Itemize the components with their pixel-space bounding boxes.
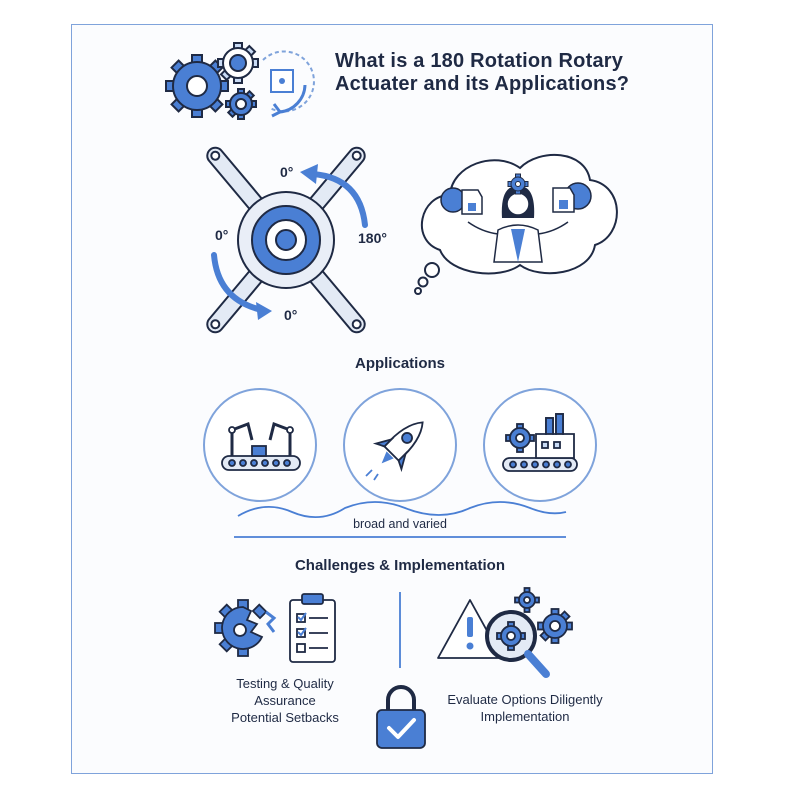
challenge-text-line-2: Assurance [254, 693, 316, 708]
application-circle-1 [203, 388, 317, 502]
checklist-icon [289, 593, 336, 663]
application-circle-3 [483, 388, 597, 502]
applications-heading: Applications [354, 355, 445, 372]
rotary-actuator-diagram [206, 146, 368, 334]
challenges-heading: Challenges & Implementation [294, 557, 506, 574]
angle-label-right: 180° [358, 230, 387, 246]
factory-conveyor-icon [502, 413, 578, 472]
implementation-text-line-2: Implementation [480, 709, 570, 724]
header-gears-icon [165, 42, 259, 120]
page-title: What is a 180 Rotation Rotary Actuater a… [335, 50, 630, 95]
rotation-square-icon [262, 50, 315, 118]
applications-caption: broad and varied [353, 517, 447, 531]
broken-gear-icon [214, 599, 277, 657]
challenge-text-line-3: Potential Setbacks [231, 710, 339, 725]
angle-label-left: 0° [215, 227, 229, 243]
robotic-arms-conveyor-icon [221, 422, 301, 471]
wave-line [237, 501, 567, 518]
application-circle-2 [343, 388, 457, 502]
implementation-text-line-1: Evaluate Options Diligently [447, 692, 603, 707]
rocket-icon [365, 421, 424, 481]
thought-bubble-person-icon [414, 153, 618, 295]
challenge-text-line-1: Testing & Quality [236, 676, 334, 691]
angle-label-bottom: 0° [284, 307, 298, 323]
warning-magnifier-gears-icon [437, 587, 573, 678]
angle-label-top: 0° [280, 164, 294, 180]
padlock-check-icon [376, 685, 426, 749]
